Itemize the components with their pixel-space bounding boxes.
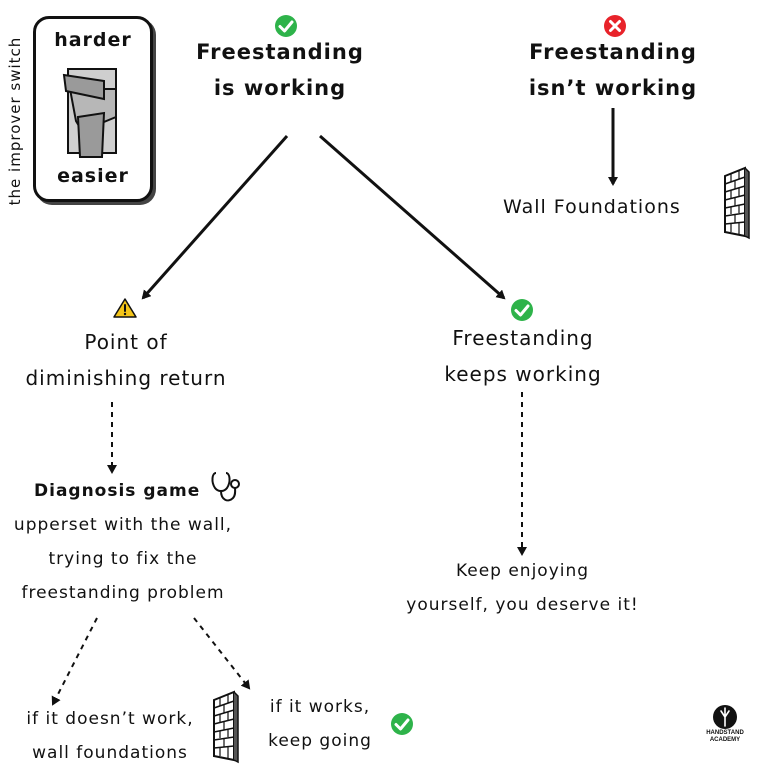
node-keep-enjoying: Keep enjoying yourself, you deserve it! [380, 554, 665, 622]
node-keeps-working-line2: keeps working [444, 362, 602, 386]
arrow-working-to-diminishing [141, 135, 289, 300]
node-diagnosis-line2: trying to fix the [48, 549, 198, 569]
node-freestanding-working-line1: Freestanding [196, 40, 364, 64]
node-diminishing-return-line1: Point of [84, 330, 168, 354]
handstand-academy-logo: HANDSTAND ACADEMY [700, 704, 750, 744]
switch-bottom-label: easier [57, 165, 129, 187]
node-if-works-line1: if it works, [269, 697, 371, 717]
arrow-diagnosis-to-not-work [51, 617, 98, 706]
node-if-not-works-line2: wall foundations [32, 743, 188, 763]
node-freestanding-not-working-line1: Freestanding [529, 40, 697, 64]
arrow-working-to-keeps-working [319, 134, 506, 300]
node-diminishing-return: Point of diminishing return [0, 324, 252, 396]
node-if-works-line2: keep going [268, 731, 372, 751]
node-freestanding-not-working-line2: isn’t working [528, 76, 698, 100]
arrow-diagnosis-to-works [193, 617, 251, 690]
warning-icon [113, 298, 137, 318]
node-keeps-working: Freestanding keeps working [420, 320, 626, 392]
node-wall-foundations: Wall Foundations [503, 196, 681, 218]
node-keep-enjoying-line2: yourself, you deserve it! [406, 595, 639, 615]
check-icon [511, 299, 533, 321]
node-freestanding-working: Freestanding is working [175, 34, 385, 106]
node-freestanding-working-line2: is working [213, 76, 347, 100]
node-diagnosis-title: Diagnosis game [34, 481, 201, 501]
improver-switch-side-label: the improver switch [6, 36, 24, 206]
brick-wall-icon [724, 166, 750, 240]
node-if-works: if it works, keep going [250, 690, 390, 758]
node-if-not-works: if it doesn’t work, wall foundations [4, 702, 216, 770]
node-keep-enjoying-line1: Keep enjoying [455, 561, 590, 581]
node-if-not-works-line1: if it doesn’t work, [26, 709, 194, 729]
logo-line2: ACADEMY [709, 737, 741, 743]
switch-top-label: harder [54, 29, 132, 51]
node-diagnosis-body: upperset with the wall, trying to fix th… [0, 508, 250, 610]
logo-line1: HANDSTAND [706, 730, 744, 736]
node-keeps-working-line1: Freestanding [452, 326, 594, 350]
node-freestanding-not-working: Freestanding isn’t working [510, 34, 716, 106]
brick-wall-icon [213, 690, 239, 764]
node-diagnosis-line1: upperset with the wall, [13, 515, 233, 535]
stethoscope-icon [211, 472, 240, 502]
improver-switch-plate: harder easier [33, 16, 153, 202]
logo-mark-icon [713, 705, 737, 729]
check-icon [391, 713, 413, 735]
cross-icon [604, 15, 626, 37]
node-diminishing-return-line2: diminishing return [25, 366, 227, 390]
check-icon [275, 15, 297, 37]
node-diagnosis-line3: freestanding problem [21, 583, 225, 603]
toggle-switch-icon [62, 68, 117, 158]
